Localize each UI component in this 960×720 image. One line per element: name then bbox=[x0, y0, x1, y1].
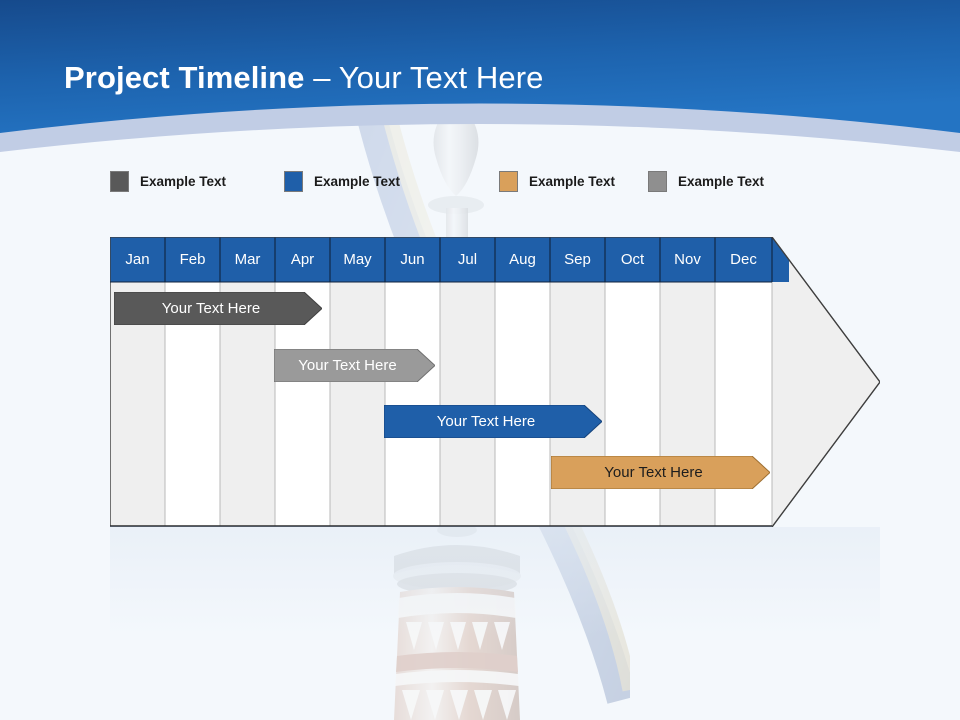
task-bar-3-shape bbox=[384, 405, 602, 438]
task-bar-2-label: Your Text Here bbox=[298, 357, 397, 374]
task-bar-3-label: Your Text Here bbox=[436, 413, 536, 430]
task-bar-1-label: Your Text Here bbox=[161, 300, 261, 317]
month-cell-jun: Jun bbox=[400, 251, 425, 268]
task-bar-2[interactable]: Your Text Here bbox=[274, 349, 435, 382]
legend-swatch-icon-2 bbox=[284, 170, 303, 192]
legend: Example Text Example Text Example Text E… bbox=[110, 170, 870, 194]
page-title-bold: Project Timeline bbox=[64, 60, 305, 95]
month-cell-may: May bbox=[343, 251, 372, 268]
legend-item-1[interactable]: Example Text bbox=[110, 170, 226, 192]
month-cell-dec: Dec bbox=[730, 251, 757, 268]
month-cell-jul: Jul bbox=[457, 251, 478, 268]
legend-label-4: Example Text bbox=[678, 173, 765, 189]
month-cell-jan: Jan bbox=[125, 251, 150, 268]
legend-swatch-icon-1 bbox=[110, 170, 129, 192]
timeline-chart: Jan Feb Mar Apr May Jun Jul Aug Sep Oct … bbox=[110, 237, 880, 527]
month-cell-apr: Apr bbox=[290, 251, 315, 268]
page-title-rest: – Your Text Here bbox=[304, 60, 544, 95]
task-bar-layer: Your Text Here Your Text Here Your Text … bbox=[110, 237, 880, 527]
legend-item-4[interactable]: Example Text bbox=[648, 170, 764, 192]
legend-item-3[interactable]: Example Text bbox=[499, 170, 615, 192]
month-cell-aug: Aug bbox=[509, 251, 536, 268]
task-bar-4-shape bbox=[551, 456, 770, 489]
month-cell-sep: Sep bbox=[564, 251, 591, 268]
task-bar-4[interactable]: Your Text Here bbox=[551, 456, 770, 489]
legend-label-2: Example Text bbox=[314, 173, 401, 189]
legend-swatch-icon-3 bbox=[499, 170, 518, 192]
month-cell-feb: Feb bbox=[179, 251, 206, 268]
task-bar-1-shape bbox=[114, 292, 322, 325]
month-cell-mar: Mar bbox=[234, 251, 261, 268]
month-header-row: Jan Feb Mar Apr May Jun Jul Aug Sep Oct … bbox=[110, 237, 772, 282]
legend-label-1: Example Text bbox=[140, 173, 227, 189]
task-bar-2-shape bbox=[274, 349, 435, 382]
legend-label-3: Example Text bbox=[529, 173, 616, 189]
month-cell-oct: Oct bbox=[620, 251, 645, 268]
task-bar-3[interactable]: Your Text Here bbox=[384, 405, 602, 438]
legend-item-2[interactable]: Example Text bbox=[284, 170, 400, 192]
page-title: Project Timeline – Your Text Here bbox=[64, 58, 543, 98]
task-bar-1[interactable]: Your Text Here bbox=[114, 292, 322, 325]
chart-reflection bbox=[110, 527, 880, 637]
legend-swatch-icon-4 bbox=[648, 170, 667, 192]
month-cell-nov: Nov bbox=[674, 251, 701, 268]
task-bar-4-label: Your Text Here bbox=[604, 464, 703, 481]
